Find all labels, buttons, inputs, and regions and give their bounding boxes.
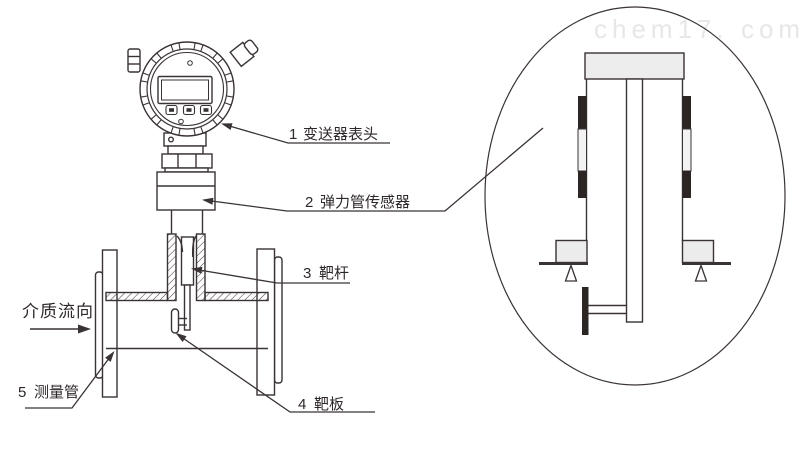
bezel-inner — [146, 48, 228, 130]
bezel-slots — [141, 43, 233, 135]
detail-bracket — [588, 304, 627, 315]
arrow-1-icon — [221, 123, 233, 130]
sleeve-flare-left — [176, 235, 184, 253]
callout-3-num: 3 — [303, 265, 311, 282]
stand-tube-wall-left — [166, 233, 177, 302]
flow-label: 介质流向 — [22, 302, 94, 321]
lcd-display — [157, 75, 213, 105]
target-rod-group — [170, 235, 197, 334]
callout-1-label: 变送器表头 — [303, 126, 378, 143]
rod-sleeve — [180, 236, 195, 286]
callout-2-num: 2 — [305, 194, 313, 211]
right-flange — [256, 248, 276, 396]
cable-gland-icon — [229, 39, 259, 68]
button-2[interactable] — [182, 104, 196, 116]
sensor-assembly — [156, 145, 216, 234]
callout-4-num: 4 — [298, 396, 306, 413]
leader-2 — [203, 127, 544, 212]
flow-arrow-icon — [78, 324, 91, 334]
detail-ellipse-group — [484, 6, 786, 386]
support-left — [539, 239, 588, 282]
callout-leaders — [25, 124, 544, 413]
bezel-outer — [139, 41, 235, 137]
strain-gauge-left — [577, 96, 587, 198]
arrow-5-icon — [105, 351, 115, 362]
button-1[interactable] — [165, 104, 178, 116]
lcd-display-inner — [161, 79, 209, 101]
arrow-4-icon — [175, 332, 187, 342]
callout-labels: 1 变送器表头 2 弹力管传感器 3 靶杆 4 靶板 5 测量管 — [18, 126, 410, 413]
button-3[interactable] — [199, 104, 213, 116]
transmitter-head — [127, 39, 259, 147]
callout-2-label: 弹力管传感器 — [320, 194, 410, 211]
target-rod — [183, 284, 191, 331]
callout-4-label: 靶板 — [314, 395, 344, 413]
face-ring — [149, 51, 225, 127]
sensor-body — [156, 171, 216, 211]
measuring-tube-group — [94, 233, 283, 398]
callout-arrowheads — [105, 123, 233, 362]
pipe-top-wall-left — [105, 291, 169, 302]
arrow-3-icon — [191, 266, 203, 274]
callout-3-label: 靶杆 — [319, 265, 349, 282]
leader-4 — [176, 333, 375, 413]
hex-nut — [161, 153, 213, 169]
face-screw-icon — [187, 60, 193, 66]
leader-5 — [25, 352, 114, 409]
detail-target-rod — [625, 78, 644, 323]
callout-5-label: 测量管 — [34, 384, 79, 401]
flow-direction: 介质流向 — [22, 302, 94, 334]
arrow-2-icon — [202, 197, 214, 205]
tab-screw-icon — [167, 136, 174, 143]
neck-collar — [167, 145, 204, 155]
detail-target-plate — [582, 287, 589, 335]
head-buttons — [165, 104, 213, 116]
right-flange-back — [273, 256, 283, 384]
strain-gauge-right — [682, 96, 692, 198]
support-right — [681, 239, 731, 282]
watermark-text: chem17. com — [594, 14, 800, 44]
leader-3 — [192, 268, 350, 284]
detail-ellipse — [484, 6, 786, 386]
left-flange — [101, 249, 118, 398]
leader-1 — [225, 124, 390, 144]
side-fitting-icon — [127, 48, 141, 73]
sleeve-flare-right — [191, 235, 197, 258]
callout-5-num: 5 — [18, 384, 26, 401]
face-screw2-icon — [178, 118, 184, 125]
pipe-top-wall-right — [204, 291, 269, 302]
callout-1-num: 1 — [289, 126, 297, 143]
detail-top-cap — [584, 52, 685, 80]
target-plate — [170, 308, 180, 334]
